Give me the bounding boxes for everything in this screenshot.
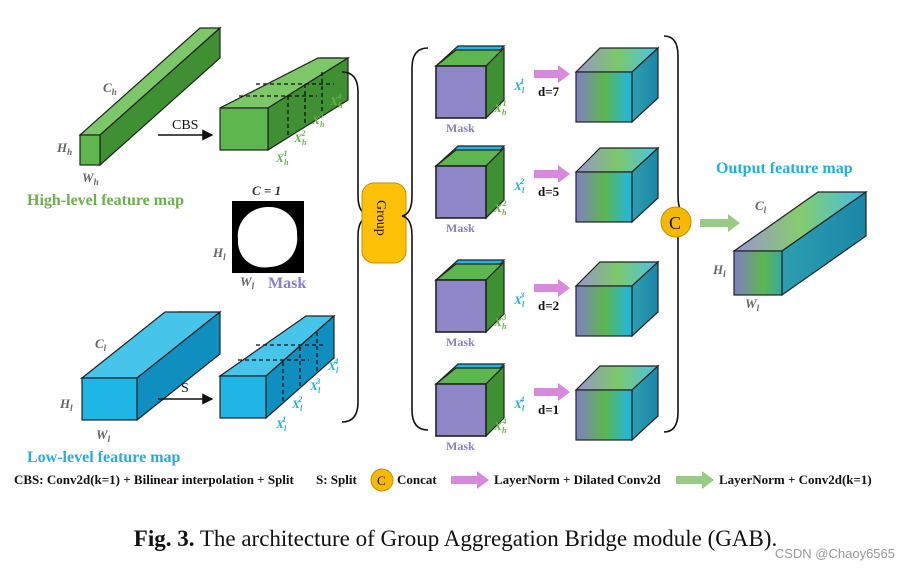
mask-c-label: C = 1: [252, 183, 281, 198]
mask-h-label: Hl: [212, 245, 226, 262]
group-box: [361, 182, 407, 264]
legend-concat-circle: [370, 468, 394, 492]
group-cube-front-4: [435, 383, 487, 437]
group-mask-label-4: Mask: [446, 439, 475, 453]
group-out-front-2: [575, 171, 633, 223]
group-out-front-3: [575, 285, 633, 337]
caption-text: The architecture of Group Aggregation Br…: [194, 526, 778, 551]
high-split-block: [219, 56, 351, 152]
low-split-label-3: Xl3: [309, 377, 321, 395]
legend-pink: LayerNorm + Dilated Conv2d: [494, 472, 661, 487]
low-split-label-2: Xl2: [291, 395, 303, 413]
legend-concat: Concat: [397, 472, 437, 487]
high-split-label-3: Xh3: [311, 111, 325, 129]
group-dilation-4: d=1: [538, 402, 559, 417]
group-mask-label-1: Mask: [446, 121, 475, 135]
low-h-label: Hl: [59, 396, 73, 413]
cbs-op-label: CBS: [172, 118, 198, 133]
output-w-label: Wl: [745, 296, 760, 313]
group-xl-label-2: Xl2: [513, 177, 525, 195]
concat-circle: [660, 206, 692, 238]
output-arrow: [700, 214, 740, 232]
legend-split: S: Split: [316, 472, 357, 487]
legend-pink-arrow: [451, 471, 489, 489]
low-c-label: Cl: [95, 336, 107, 353]
high-level-feature-bar: [78, 26, 222, 167]
high-w-label: Wh: [82, 170, 99, 187]
high-c-label: Ch: [103, 80, 117, 97]
mask-w-label: Wl: [240, 274, 255, 291]
output-feature-bar: [732, 190, 868, 297]
mask-title: Mask: [268, 275, 306, 292]
legend-cbs: CBS: Conv2d(k=1) + Bilinear interpolatio…: [14, 472, 295, 487]
high-h-label: Hh: [56, 140, 72, 157]
split-op-label: S: [181, 381, 189, 396]
group-label: Group: [373, 200, 388, 236]
concat-symbol: C: [669, 213, 681, 233]
legend-green-arrow: [676, 471, 714, 489]
right-brace: [401, 47, 429, 431]
low-level-feature-bar: [80, 310, 222, 422]
output-c-label: Cl: [755, 198, 767, 215]
group-dilation-3: d=2: [538, 298, 559, 313]
low-level-title: Low-level feature map: [27, 449, 181, 466]
group-mask-label-2: Mask: [446, 221, 475, 235]
legend-concat-symbol: C: [377, 473, 386, 488]
group-dilation-1: d=7: [538, 84, 560, 99]
group-cube-front-1: [435, 65, 487, 119]
low-split-label-4: Xl4: [327, 357, 339, 375]
group-xl-label-4: Xl4: [513, 395, 525, 413]
high-split-label-4: Xh4: [329, 92, 343, 110]
high-split-label-2: Xh2: [293, 129, 307, 147]
group-out-front-1: [575, 71, 633, 123]
group-mask-label-3: Mask: [446, 335, 475, 349]
group-out-front-4: [575, 389, 633, 441]
caption-fig: Fig. 3.: [133, 526, 195, 551]
group-xh-label-3: Xh3: [493, 313, 507, 331]
figure-caption: Fig. 3. The architecture of Group Aggreg…: [0, 526, 911, 552]
output-title: Output feature map: [716, 160, 853, 177]
group-rows: MaskXl1Xh1d=7MaskXl2Xh2d=5MaskXl3Xh3d=2M…: [434, 45, 660, 453]
csdn-watermark: CSDN @Chaoy6565: [774, 546, 895, 561]
group-pink-arrow-1: [534, 65, 570, 83]
group-xh-label-1: Xh1: [493, 99, 507, 117]
mask-image: [232, 201, 304, 273]
group-cube-front-3: [435, 279, 487, 333]
group-xl-label-1: Xl1: [513, 77, 525, 95]
group-pink-arrow-4: [534, 383, 570, 401]
low-split-block: [218, 314, 336, 420]
group-dilation-2: d=5: [538, 184, 560, 199]
low-w-label: Wl: [96, 427, 111, 444]
low-split-label-1: Xl1: [275, 415, 287, 433]
group-pink-arrow-3: [534, 279, 570, 297]
high-split-label-1: Xh1: [275, 149, 289, 167]
output-h-label: Hl: [712, 262, 726, 279]
group-cube-front-2: [435, 165, 487, 219]
high-level-title: High-level feature map: [27, 192, 184, 209]
group-xl-label-3: Xl3: [513, 291, 525, 309]
group-xh-label-2: Xh2: [493, 199, 507, 217]
legend-green: LayerNorm + Conv2d(k=1): [719, 472, 872, 487]
group-xh-label-4: Xh4: [493, 417, 507, 435]
group-pink-arrow-2: [534, 165, 570, 183]
